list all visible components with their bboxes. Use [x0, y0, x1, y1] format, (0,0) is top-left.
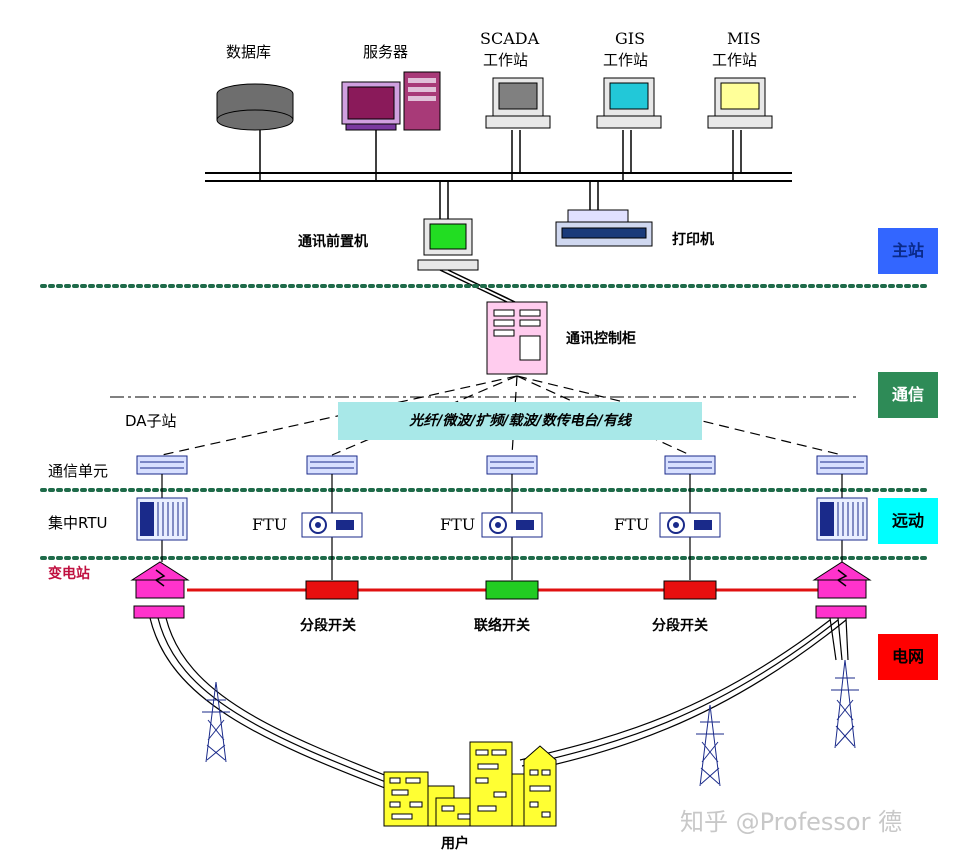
ftu-1-icon — [301, 512, 363, 538]
gis-workstation-icon — [596, 77, 662, 129]
comm-unit-modules — [136, 455, 868, 475]
server-label: 服务器 — [363, 43, 408, 61]
level-tag-grid: 电网 — [878, 634, 938, 680]
da-substation-label: DA子站 — [125, 412, 177, 430]
comm-unit-3 — [486, 455, 538, 475]
sectional-switch-2 — [663, 580, 717, 600]
substation-label: 变电站 — [48, 565, 90, 582]
scada-sub-label: 工作站 — [483, 51, 528, 69]
sectional-switch-1 — [305, 580, 359, 600]
channel-band — [338, 402, 702, 440]
central-rtu-right — [816, 497, 868, 541]
scada-label: SCADA — [480, 29, 540, 48]
user-buildings-icon — [383, 741, 557, 827]
printer-label: 打印机 — [672, 231, 714, 248]
comm-cabinet-icon — [486, 301, 548, 375]
tower-icon-2 — [696, 704, 724, 787]
level-tag-remote: 远动 — [878, 498, 938, 544]
substation-left-icon — [130, 561, 190, 619]
level-tag-main-text: 主站 — [892, 241, 924, 260]
mis-label: MIS — [727, 29, 761, 48]
tower-icon-1 — [202, 681, 230, 763]
comm-unit-4 — [664, 455, 716, 475]
mis-workstation-icon — [707, 77, 773, 129]
comm-unit-label: 通信单元 — [48, 462, 108, 480]
substation-right-icon — [812, 561, 872, 619]
tie-switch-label: 联络开关 — [474, 617, 530, 634]
level-tag-main: 主站 — [878, 228, 938, 274]
transmission-cables — [149, 617, 849, 791]
gis-label: GIS — [615, 29, 645, 48]
channel-label: 光纤/微波/扩频/载波/数传电台/有线 — [408, 412, 633, 429]
sectional-switch-1-label: 分段开关 — [300, 617, 356, 634]
central-rtu-left — [136, 497, 188, 541]
mis-sub-label: 工作站 — [712, 51, 757, 69]
gis-sub-label: 工作站 — [603, 51, 648, 69]
front-end-computer-icon — [417, 218, 479, 271]
sectional-switch-2-label: 分段开关 — [652, 617, 708, 634]
level-tag-comm-text: 通信 — [892, 385, 924, 404]
comm-unit-1 — [136, 455, 188, 475]
level-tag-grid-text: 电网 — [892, 647, 924, 666]
cabinet-label: 通讯控制柜 — [566, 330, 636, 347]
server-icon — [341, 71, 441, 131]
comm-unit-2 — [306, 455, 358, 475]
tie-switch — [485, 580, 539, 600]
printer-icon — [555, 209, 653, 247]
lan-bus — [205, 128, 792, 220]
tower-icon-3 — [831, 659, 859, 749]
ftu-3-label: FTU — [614, 515, 649, 534]
comm-unit-5 — [816, 455, 868, 475]
database-label: 数据库 — [226, 43, 271, 61]
level-tag-remote-text: 远动 — [892, 511, 924, 530]
users-label: 用户 — [441, 835, 469, 852]
ftu-1-label: FTU — [252, 515, 287, 534]
rtu-label: 集中RTU — [48, 514, 107, 532]
level-tag-comm: 通信 — [878, 372, 938, 418]
ftu-2-label: FTU — [440, 515, 475, 534]
database-icon — [216, 83, 294, 131]
front-end-label: 通讯前置机 — [298, 233, 368, 250]
scada-workstation-icon — [485, 77, 551, 129]
watermark: 知乎 @Professor 德 — [680, 808, 902, 836]
ftu-2-icon — [481, 512, 543, 538]
ftu-3-icon — [659, 512, 721, 538]
